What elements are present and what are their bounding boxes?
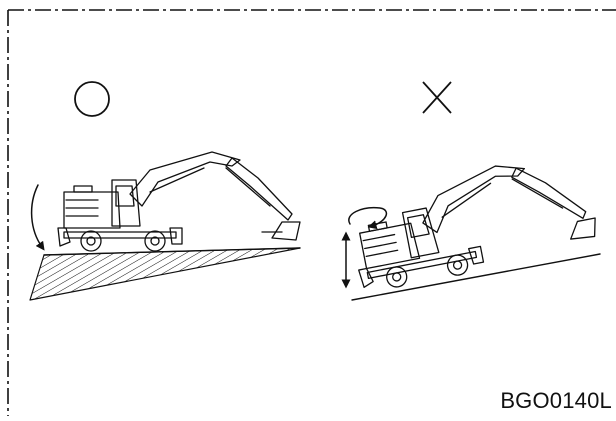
incorrect-cross-icon [422, 81, 452, 114]
slope-line [351, 253, 601, 301]
swing-rotation-icon [348, 206, 388, 230]
rotation-arrow-icon [30, 184, 45, 251]
correct-circle-icon [74, 81, 110, 117]
incorrect-panel [341, 165, 601, 301]
figure-code-label: BGO0140L [500, 388, 612, 413]
slope-ground [29, 247, 301, 301]
excavator-left [57, 151, 301, 252]
frame-border [7, 9, 616, 416]
correct-panel [29, 151, 301, 301]
excavator-right [358, 165, 596, 289]
